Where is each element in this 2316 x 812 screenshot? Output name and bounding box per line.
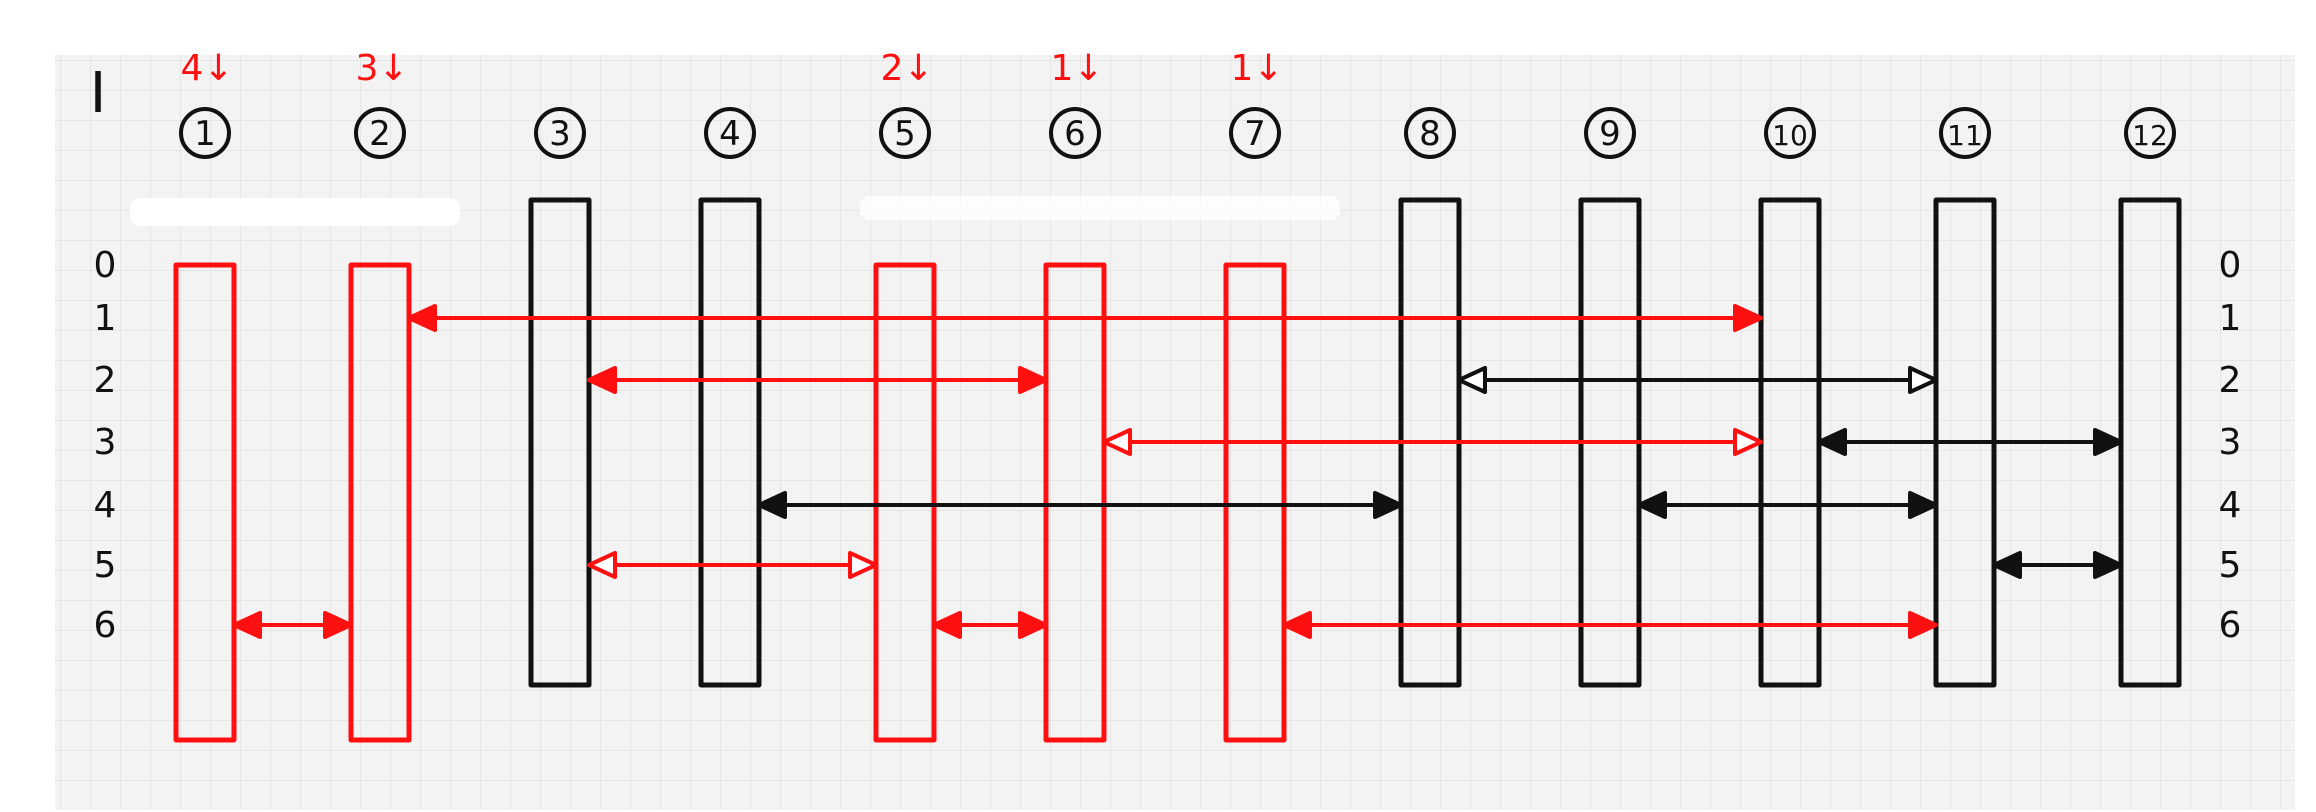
column-6-marker: 1↓	[1050, 48, 1103, 89]
column-9-circle	[1584, 107, 1636, 159]
column-6-label: 6	[1064, 114, 1086, 154]
column-5-circle	[879, 107, 931, 159]
connection-8-11	[1457, 366, 1938, 394]
connection-6-10	[1102, 428, 1763, 456]
arrowhead-right	[1733, 304, 1763, 332]
arrowhead-left	[1992, 551, 2022, 579]
row-label-left: 2	[94, 360, 117, 401]
connection-7-11	[1282, 611, 1938, 639]
arrowhead-right	[1908, 491, 1938, 519]
arrowhead-left	[757, 491, 787, 519]
row-label-left: 1	[94, 298, 117, 339]
arrowhead-right	[2093, 551, 2123, 579]
arrowhead-right	[1018, 366, 1048, 394]
column-7-marker: 1↓	[1230, 48, 1283, 89]
arrowhead-left	[1102, 428, 1132, 456]
arrowhead-right	[2093, 428, 2123, 456]
row-label-left: 6	[94, 605, 117, 646]
row-label-right: 0	[2219, 245, 2242, 286]
arrowhead-right	[848, 551, 878, 579]
connection-4-8	[757, 491, 1403, 519]
column-7-circle	[1229, 107, 1281, 159]
column-1-label: 1	[194, 114, 216, 154]
column-12-label: 12	[2132, 119, 2168, 152]
column-4-circle	[704, 107, 756, 159]
row-label-left: 3	[94, 422, 117, 463]
column-5-box	[873, 262, 937, 743]
column-3-circle	[534, 107, 586, 159]
paper-grid	[55, 55, 2295, 810]
connection-9-11	[1637, 491, 1938, 519]
connection-11-12	[1992, 551, 2123, 579]
section-label: I	[90, 61, 107, 126]
column-6-box	[1043, 262, 1107, 743]
column-8-circle	[1404, 107, 1456, 159]
arrowhead-left	[407, 304, 437, 332]
arrowhead-right	[1908, 611, 1938, 639]
connection-5-6	[932, 611, 1048, 639]
column-2: 2 3↓	[348, 48, 412, 743]
column-4-box	[698, 197, 762, 688]
arrowhead-left	[932, 611, 962, 639]
row-label-right: 4	[2219, 485, 2242, 526]
arrowhead-left	[1282, 611, 1312, 639]
column-10-label: 10	[1772, 119, 1808, 152]
column-3-label: 3	[549, 114, 571, 154]
row-label-right: 1	[2219, 298, 2242, 339]
row-label-left: 4	[94, 485, 117, 526]
column-1-marker: 4↓	[180, 48, 233, 89]
column-11-label: 11	[1947, 119, 1983, 152]
column-3-box	[528, 197, 592, 688]
arrowhead-left	[232, 611, 262, 639]
connection-10-12	[1817, 428, 2123, 456]
column-11-circle	[1939, 107, 1991, 159]
arrowhead-right	[1908, 366, 1938, 394]
column-12-circle	[2124, 107, 2176, 159]
row-label-right: 3	[2219, 422, 2242, 463]
column-6-circle	[1049, 107, 1101, 159]
column-2-circle	[354, 107, 406, 159]
whiteout-mark	[860, 196, 1340, 220]
column-7-box	[1223, 262, 1287, 743]
connection-1-2	[232, 611, 353, 639]
whiteout-mark	[130, 198, 460, 226]
column-2-label: 2	[369, 114, 391, 154]
column-5-label: 5	[894, 114, 916, 154]
column-3: 3	[528, 107, 592, 688]
column-7-label: 7	[1244, 114, 1266, 154]
column-6: 6 1↓	[1043, 48, 1107, 743]
column-1-box	[173, 262, 237, 743]
connection-3-6	[587, 366, 1048, 394]
row-label-right: 5	[2219, 545, 2242, 586]
row-label-right: 6	[2219, 605, 2242, 646]
column-5: 5 2↓	[873, 48, 937, 743]
arrowhead-right	[1018, 611, 1048, 639]
arrowhead-right	[1373, 491, 1403, 519]
column-7: 7 1↓	[1223, 48, 1287, 743]
row-label-left: 5	[94, 545, 117, 586]
connection-3-5	[587, 551, 878, 579]
column-9-label: 9	[1599, 114, 1621, 154]
column-1-circle	[179, 107, 231, 159]
column-10-circle	[1764, 107, 1816, 159]
arrowhead-left	[587, 366, 617, 394]
column-4: 4	[698, 107, 762, 688]
column-2-box	[348, 262, 412, 743]
arrowhead-right	[323, 611, 353, 639]
column-1: 1 4↓	[173, 48, 237, 743]
arrowhead-left	[587, 551, 617, 579]
arrowhead-right	[1733, 428, 1763, 456]
arrowhead-left	[1457, 366, 1487, 394]
column-5-marker: 2↓	[880, 48, 933, 89]
column-2-marker: 3↓	[355, 48, 408, 89]
row-label-left: 0	[94, 245, 117, 286]
column-8-label: 8	[1419, 114, 1441, 154]
arrowhead-left	[1817, 428, 1847, 456]
connection-2-10	[407, 304, 1763, 332]
column-4-label: 4	[719, 114, 741, 154]
row-label-right: 2	[2219, 360, 2242, 401]
arrowhead-left	[1637, 491, 1667, 519]
